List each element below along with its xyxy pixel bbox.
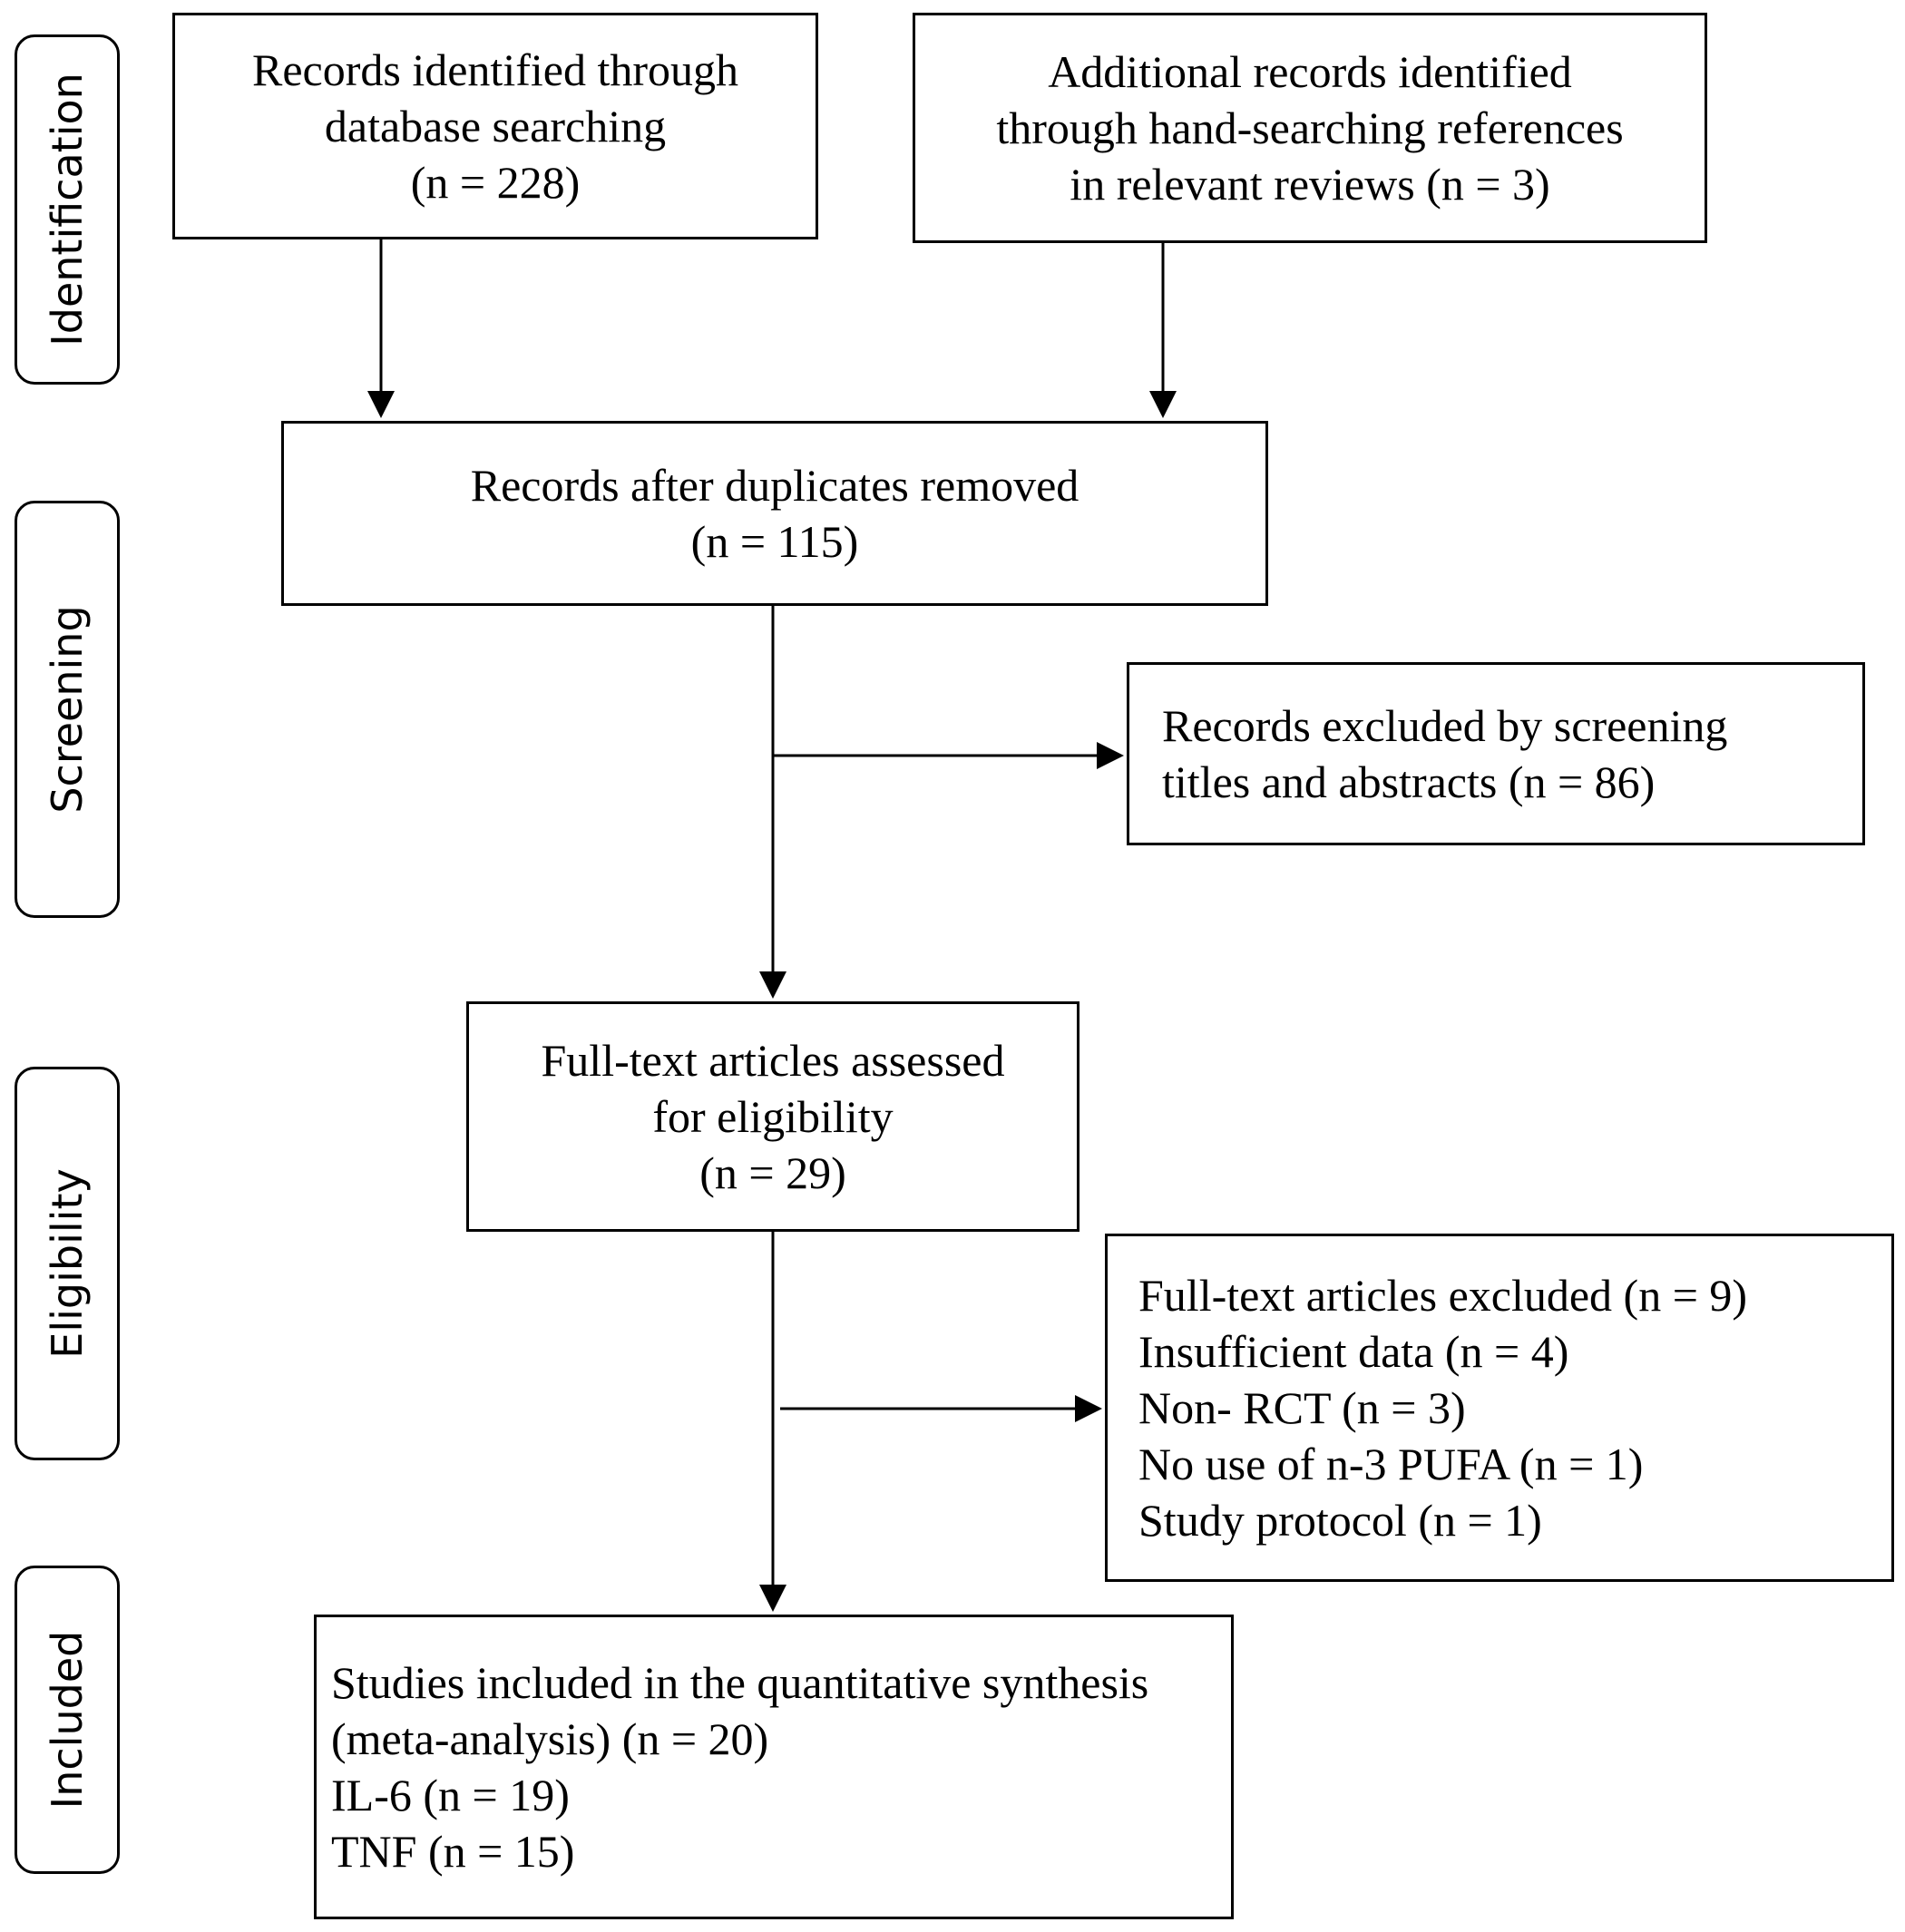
box-line: (meta-analysis) (n = 20): [331, 1713, 769, 1764]
box-studies-included: Studies included in the quantitative syn…: [314, 1615, 1234, 1919]
phase-identification: Identification: [15, 34, 120, 385]
box-line: (n = 115): [690, 516, 859, 567]
box-line: No use of n-3 PUFA (n = 1): [1138, 1439, 1644, 1489]
phase-screening-label: Screening: [43, 605, 92, 814]
box-line: Records excluded by screening: [1162, 700, 1728, 751]
box-line: Records after duplicates removed: [470, 460, 1080, 511]
box-line: TNF (n = 15): [331, 1826, 575, 1877]
box-database-search: Records identified through database sear…: [172, 13, 818, 239]
box-line: Study protocol (n = 1): [1138, 1495, 1542, 1546]
phase-identification-label: Identification: [43, 73, 92, 346]
box-additional-records: Additional records identified through ha…: [913, 13, 1707, 243]
box-line: titles and abstracts (n = 86): [1162, 756, 1656, 807]
box-fulltext-excluded: Full-text articles excluded (n = 9) Insu…: [1105, 1234, 1894, 1582]
box-line: through hand-searching references: [996, 102, 1624, 153]
phase-screening: Screening: [15, 501, 120, 918]
box-excluded-screening: Records excluded by screening titles and…: [1127, 662, 1865, 845]
box-line: Non- RCT (n = 3): [1138, 1382, 1466, 1433]
box-line: Additional records identified: [1048, 46, 1572, 97]
phase-eligibility: Eligibility: [15, 1067, 120, 1460]
box-line: Records identified through: [252, 44, 738, 95]
box-line: Full-text articles excluded (n = 9): [1138, 1270, 1748, 1321]
box-line: Full-text articles assessed: [541, 1035, 1005, 1086]
box-line: Studies included in the quantitative syn…: [331, 1657, 1149, 1708]
phase-eligibility-label: Eligibility: [43, 1168, 92, 1359]
box-line: for eligibility: [652, 1091, 894, 1142]
phase-included-label: Included: [43, 1630, 92, 1810]
box-after-duplicates: Records after duplicates removed (n = 11…: [281, 421, 1268, 606]
box-line: database searching: [324, 101, 667, 151]
phase-included: Included: [15, 1566, 120, 1874]
box-line: in relevant reviews (n = 3): [1070, 159, 1550, 210]
box-line: IL-6 (n = 19): [331, 1770, 570, 1820]
box-line: (n = 29): [699, 1147, 846, 1198]
box-line: (n = 228): [410, 157, 581, 208]
box-fulltext-assessed: Full-text articles assessed for eligibil…: [466, 1001, 1080, 1232]
box-line: Insufficient data (n = 4): [1138, 1326, 1569, 1377]
